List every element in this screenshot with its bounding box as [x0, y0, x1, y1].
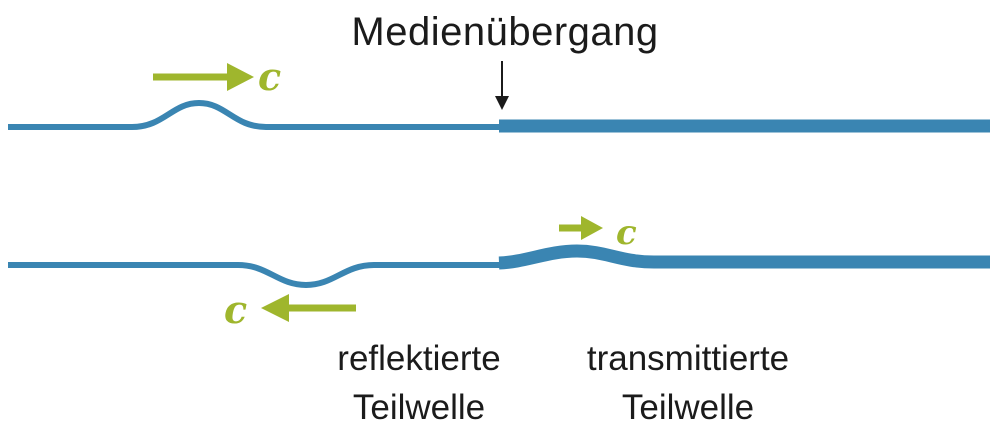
- incident-speed-label: c: [258, 54, 282, 99]
- transmitted-speed-label: c: [616, 213, 637, 253]
- reflected-caption-line1: reflektierte: [337, 339, 501, 378]
- diagram-title: Medienübergang: [351, 10, 659, 54]
- transmitted-wave-caption: transmittierte Teilwelle: [587, 334, 789, 432]
- reflected-speed-label: c: [224, 287, 248, 332]
- reflected-caption-line2: Teilwelle: [352, 388, 486, 427]
- transmitted-caption-line2: Teilwelle: [621, 388, 755, 427]
- transmitted-caption-line1: transmittierte: [586, 339, 790, 378]
- incident-wave-medium1-line: [8, 99, 502, 130]
- boundary-arrow-head-icon: [495, 96, 509, 110]
- reflected-velocity-arrow-head-icon: [261, 294, 289, 322]
- reflected-wave-medium1-line: [8, 262, 502, 289]
- reflected-wave-caption: reflektierte Teilwelle: [337, 334, 500, 432]
- transmitted-velocity-arrow-head-icon: [581, 216, 603, 240]
- transmitted-wave-medium2-line: [498, 244, 990, 270]
- incident-velocity-arrow-head-icon: [227, 63, 254, 91]
